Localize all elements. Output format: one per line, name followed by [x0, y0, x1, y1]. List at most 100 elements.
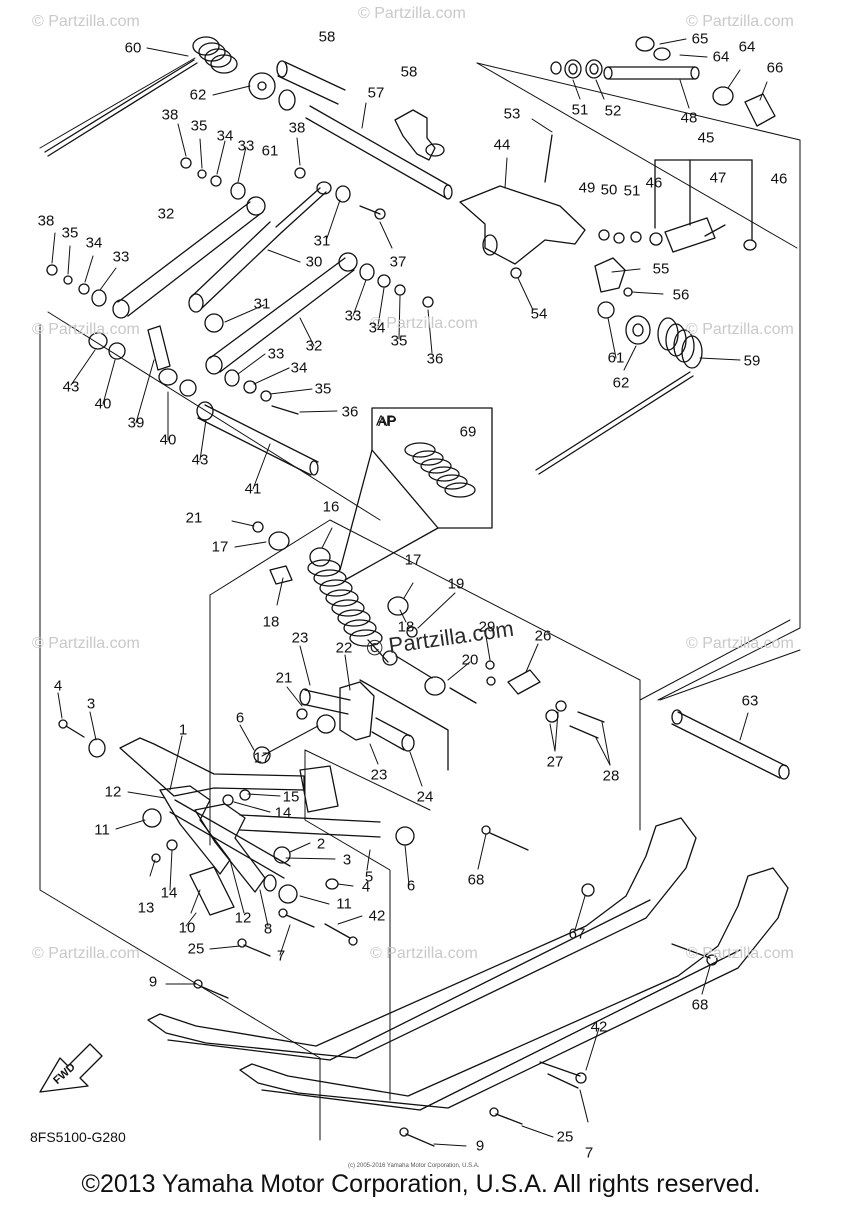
callout: 26 — [534, 627, 552, 645]
watermark: © Partzilla.com — [686, 13, 794, 30]
callout: 14 — [274, 804, 292, 822]
rear-arm-23 — [296, 679, 449, 771]
callout: 34 — [85, 234, 103, 252]
callout: 7 — [584, 1144, 594, 1162]
callout: 17 — [404, 551, 422, 569]
callout: 59 — [743, 352, 761, 370]
callout: 63 — [741, 692, 759, 710]
callout: 9 — [148, 973, 158, 991]
callout: 8 — [263, 920, 273, 938]
callout: 41 — [244, 480, 262, 498]
callout: 4 — [361, 878, 371, 896]
slide-rail-right — [239, 867, 789, 1111]
callout: 2 — [316, 835, 326, 853]
callout: 18 — [262, 613, 280, 631]
watermark: © Partzilla.com — [358, 5, 466, 22]
callout: 43 — [62, 378, 80, 396]
watermark: © Partzilla.com — [32, 945, 140, 962]
callout: 34 — [368, 319, 386, 337]
callout: 32 — [157, 205, 175, 223]
callout: 11 — [336, 895, 352, 913]
hardware — [46, 157, 718, 1147]
callout: 3 — [86, 695, 96, 713]
callout: 56 — [672, 286, 690, 304]
callout: 51 — [571, 101, 589, 119]
callout: 31 — [313, 232, 331, 250]
copyright-small: (c) 2005-2016 Yamaha Motor Corporation, … — [348, 1163, 480, 1169]
spring-69 — [404, 442, 476, 498]
callout: 68 — [467, 871, 485, 889]
callout: 13 — [137, 899, 155, 917]
watermark: © Partzilla.com — [32, 635, 140, 652]
callout: 12 — [234, 909, 252, 927]
callout: 6 — [235, 709, 245, 727]
callout: 27 — [546, 753, 564, 771]
callout: 38 — [288, 119, 306, 137]
damper-30 — [188, 181, 332, 313]
diagram-code: 8FS5100-G280 — [30, 1129, 126, 1145]
callout: 54 — [530, 305, 548, 323]
callout: 18 — [397, 618, 415, 636]
callout: 21 — [275, 669, 293, 687]
callout: 12 — [104, 783, 122, 801]
callout: 35 — [314, 380, 332, 398]
callout: 40 — [94, 395, 112, 413]
callout: 58 — [318, 28, 336, 46]
watermark: © Partzilla.com — [370, 315, 478, 332]
callout: 33 — [112, 248, 130, 266]
callout: 33 — [237, 137, 255, 155]
callout: 7 — [276, 947, 286, 965]
bracket-44 — [459, 134, 757, 319]
front-arm-1 — [119, 737, 381, 916]
callout: 25 — [187, 940, 205, 958]
callout: 69 — [459, 423, 477, 441]
watermark: © Partzilla.com — [686, 635, 794, 652]
callout: 31 — [253, 295, 271, 313]
callout: 35 — [61, 224, 79, 242]
shaft-63 — [671, 709, 790, 780]
callout: 65 — [691, 30, 709, 48]
callout: 62 — [612, 374, 630, 392]
callout: 15 — [282, 788, 300, 806]
callout: 53 — [503, 105, 521, 123]
callout: AP — [375, 412, 397, 430]
callout: 68 — [691, 996, 709, 1014]
callout: 32 — [305, 337, 323, 355]
callout: 3 — [342, 851, 352, 869]
callout: 38 — [161, 106, 179, 124]
callout: 5 — [364, 868, 374, 886]
fwd-arrow — [39, 1043, 103, 1093]
callout: 35 — [190, 117, 208, 135]
callout: 38 — [37, 212, 55, 230]
callout: 67 — [568, 925, 586, 943]
callout: 35 — [390, 332, 408, 350]
watermark: © Partzilla.com — [370, 945, 478, 962]
copyright: ©2013 Yamaha Motor Corporation, U.S.A. A… — [81, 1170, 761, 1198]
watermark: © Partzilla.com — [32, 13, 140, 30]
callout: 36 — [426, 350, 444, 368]
callout: 6 — [406, 877, 416, 895]
callout: 30 — [305, 253, 323, 271]
callout: 64 — [712, 48, 730, 66]
callout: 47 — [709, 169, 727, 187]
callout: 23 — [370, 766, 388, 784]
callout: 17 — [211, 538, 229, 556]
callout: 46 — [645, 174, 663, 192]
callout: 45 — [697, 129, 715, 147]
ap-label: AP — [378, 413, 397, 429]
callout: 24 — [416, 788, 434, 806]
shaft-48 — [550, 36, 776, 127]
callout: 10 — [178, 919, 196, 937]
callout: 50 — [600, 181, 618, 199]
leader-lines — [51, 38, 768, 1147]
spring-59 — [535, 315, 703, 475]
callout: 52 — [604, 102, 622, 120]
callout: 9 — [475, 1137, 485, 1155]
callout: 22 — [335, 639, 353, 657]
callout: 62 — [189, 86, 207, 104]
callout: 64 — [738, 38, 756, 56]
callout: 1 — [178, 721, 188, 739]
callout: 4 — [53, 677, 63, 695]
upper-shaft-57 — [248, 60, 453, 200]
